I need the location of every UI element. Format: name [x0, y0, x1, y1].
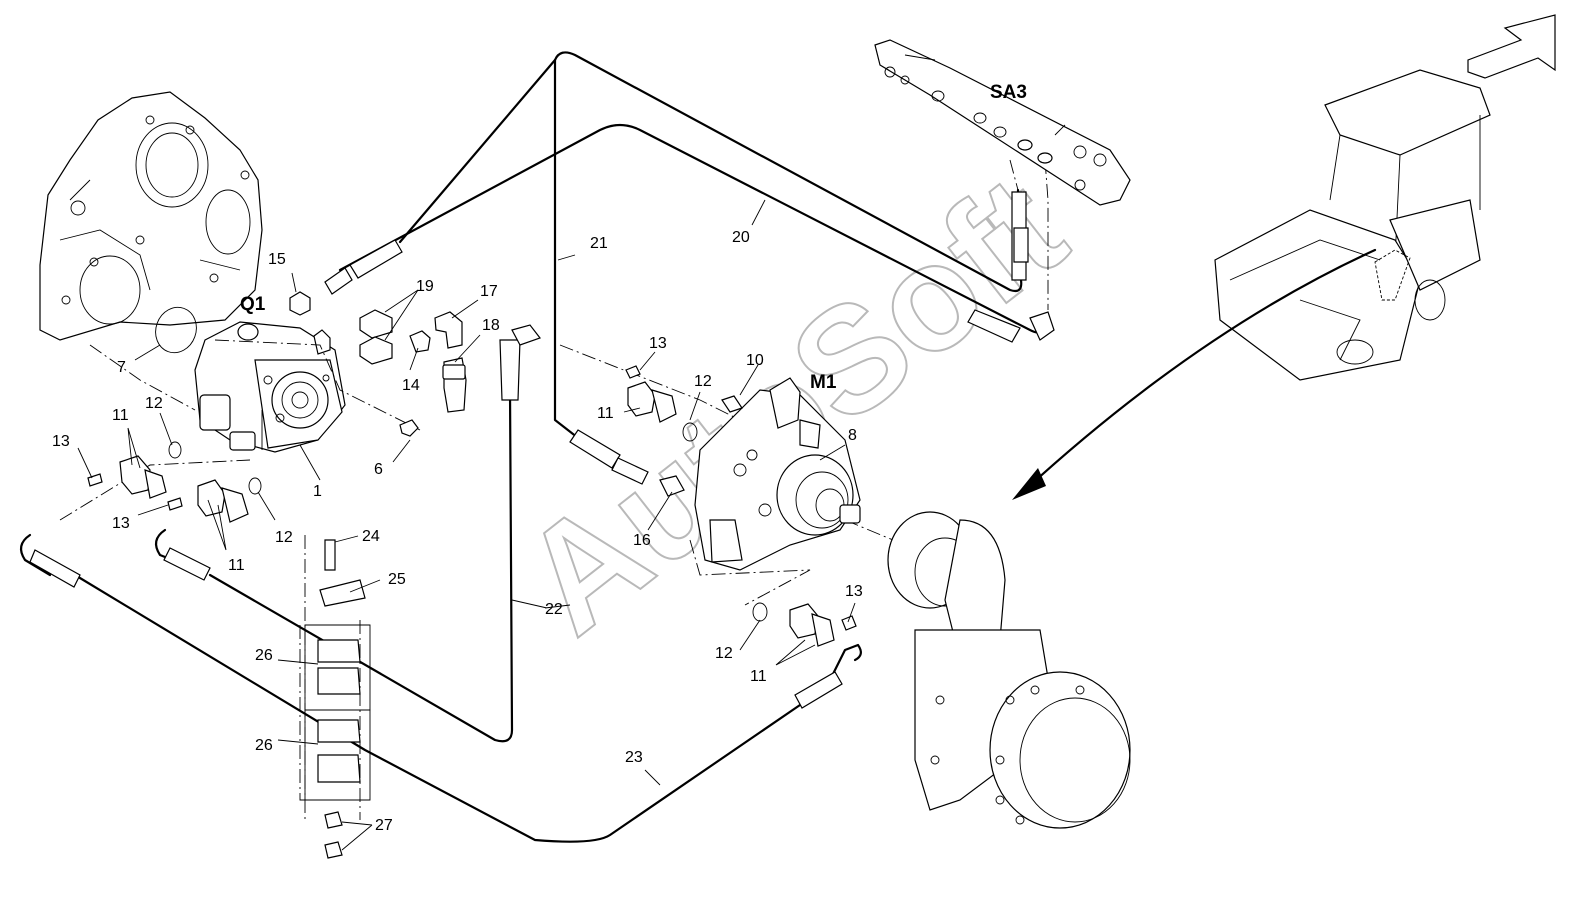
location-pointer-arrow-icon	[1023, 248, 1377, 492]
fittings-19	[359, 309, 393, 365]
gearbox-housing	[39, 91, 263, 341]
adapter-18	[442, 357, 467, 413]
callout-26b: 26	[255, 737, 273, 754]
callout-12c: 12	[275, 529, 293, 546]
lower-flange-clamp	[752, 602, 857, 647]
motor-m1	[694, 377, 861, 571]
label-sa3: SA3	[990, 82, 1027, 103]
callout-12b: 12	[145, 395, 163, 412]
leader-lines	[77, 199, 856, 851]
fitting-15	[289, 291, 311, 316]
callout-11c: 11	[228, 557, 245, 574]
pump-q1	[194, 321, 346, 453]
elbow-17	[434, 311, 463, 349]
callout-7: 7	[117, 359, 126, 376]
valve-block-sa3	[874, 39, 1131, 206]
callout-13a: 13	[649, 335, 667, 352]
hose-21	[398, 51, 1023, 293]
callout-22: 22	[545, 601, 563, 618]
location-pointer-arrowhead-icon	[1012, 468, 1046, 500]
callout-12d: 12	[715, 645, 733, 662]
hose-23	[73, 573, 802, 843]
fitting-14	[409, 330, 431, 353]
callout-11d: 11	[750, 668, 767, 685]
callout-labels: Q1 M1 SA3 7 1 6 15 19 17 18 14 13 10 12 …	[52, 82, 1027, 834]
clamp-stack	[304, 539, 371, 859]
callout-18: 18	[482, 317, 500, 334]
wheel-drive-assembly	[887, 511, 1131, 829]
callout-26a: 26	[255, 647, 273, 664]
hose-22	[208, 388, 514, 743]
flange-clamp-lower	[167, 477, 262, 523]
paver-machine	[1214, 69, 1491, 381]
callout-17: 17	[480, 283, 498, 300]
callout-27: 27	[375, 817, 393, 834]
callout-15: 15	[268, 251, 286, 268]
label-m1: M1	[810, 372, 837, 393]
callout-11a: 11	[597, 405, 614, 422]
callout-25: 25	[388, 571, 406, 588]
callout-8: 8	[848, 427, 857, 444]
view-direction-arrow-icon	[1467, 14, 1556, 79]
label-q1: Q1	[240, 294, 266, 315]
flange-clamp-upper	[87, 441, 182, 499]
callout-14: 14	[402, 377, 420, 394]
callout-10: 10	[746, 352, 764, 369]
screw-6	[399, 419, 419, 437]
callout-19: 19	[416, 278, 434, 295]
callout-20: 20	[732, 229, 750, 246]
hose-fittings	[29, 191, 1055, 709]
motor-flange-clamp	[625, 365, 698, 442]
screw-10	[721, 395, 743, 413]
callout-24: 24	[362, 528, 380, 545]
callout-16: 16	[633, 532, 651, 549]
callout-13c: 13	[112, 515, 130, 532]
callout-23: 23	[625, 749, 643, 766]
callout-13b: 13	[52, 433, 70, 450]
callout-21: 21	[590, 235, 608, 252]
callout-13d: 13	[845, 583, 863, 600]
o-ring-7	[155, 306, 197, 354]
callout-1: 1	[313, 483, 322, 500]
callout-12a: 12	[694, 373, 712, 390]
callout-6: 6	[374, 461, 383, 478]
callout-11b: 11	[112, 407, 129, 424]
